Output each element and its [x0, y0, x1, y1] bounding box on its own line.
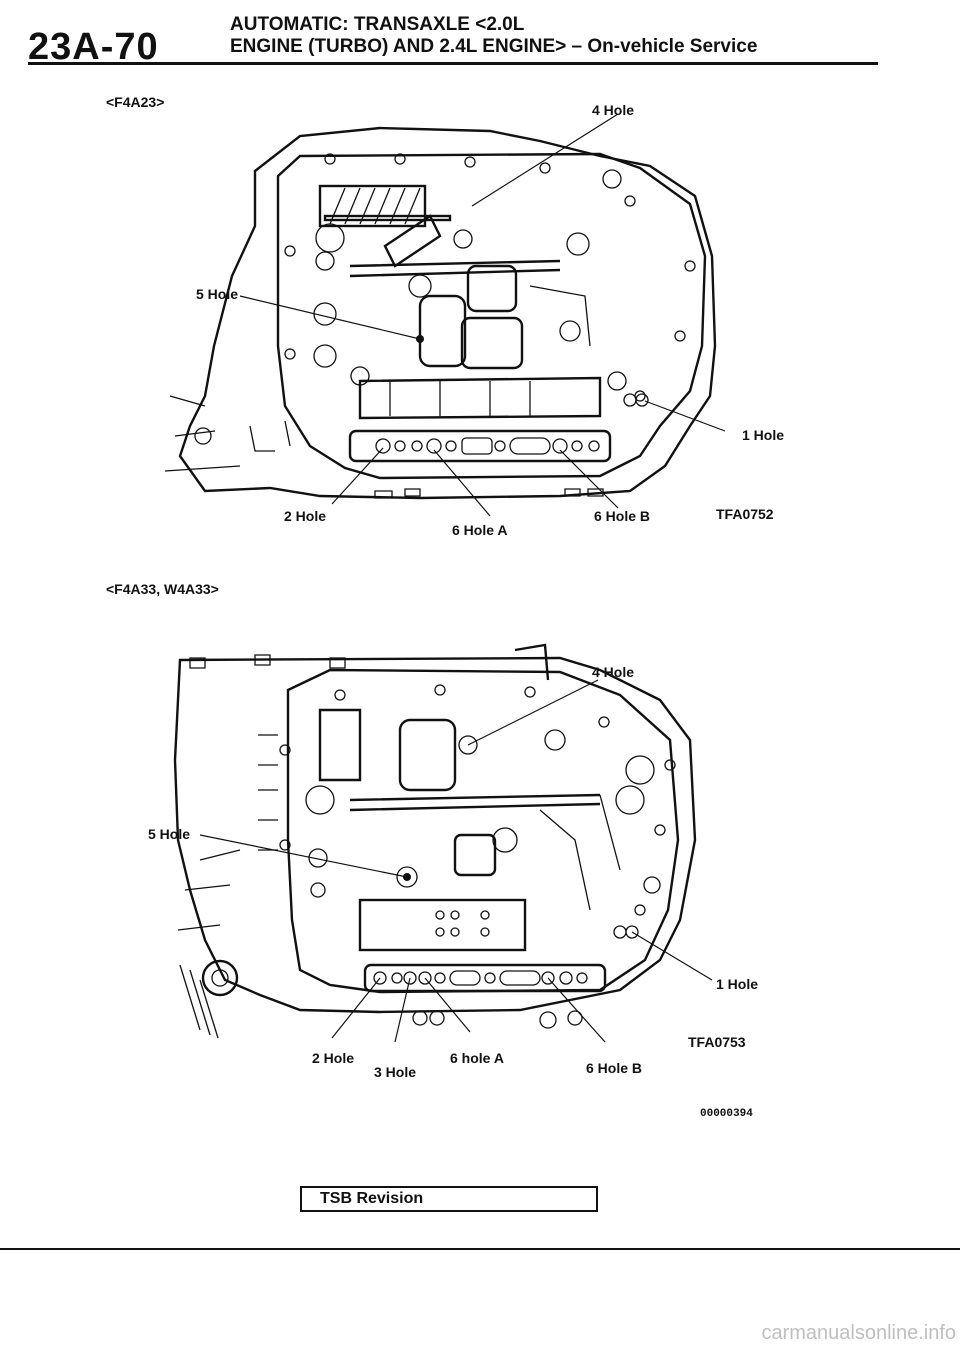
callout-6-hole-b-top: 6 Hole B	[594, 508, 651, 524]
page-number: 23A-70	[28, 26, 159, 68]
valve-body-diagram-f4a23	[164, 113, 726, 517]
callout-6-hole-a-bottom: 6 hole A	[450, 1050, 504, 1066]
callout-5-hole-top: 5 Hole	[196, 286, 239, 302]
header-rule	[28, 62, 878, 65]
callout-1-hole-top: 1 Hole	[742, 427, 785, 443]
header-title-line1: AUTOMATIC: TRANSAXLE <2.0L	[230, 14, 525, 35]
callout-2-hole-top: 2 Hole	[284, 508, 327, 524]
tsb-revision-box: TSB Revision	[300, 1186, 598, 1212]
document-code: 00000394	[700, 1108, 753, 1120]
callout-5-hole-bottom: 5 Hole	[148, 826, 191, 842]
figure-code-top: TFA0752	[716, 506, 774, 522]
site-watermark[interactable]: carmanualsonline.info	[761, 1322, 956, 1344]
footer-rule	[0, 1248, 960, 1250]
callout-6-hole-a-top: 6 Hole A	[452, 522, 508, 538]
callout-6-hole-b-bottom: 6 Hole B	[586, 1060, 643, 1076]
callout-4-hole-top: 4 Hole	[592, 102, 635, 118]
callout-1-hole-bottom: 1 Hole	[716, 976, 759, 992]
callout-4-hole-bottom: 4 Hole	[592, 664, 635, 680]
callout-3-hole-bottom: 3 Hole	[374, 1064, 417, 1080]
figure-code-bottom: TFA0753	[688, 1034, 746, 1050]
header-title-line2: ENGINE (TURBO) AND 2.4L ENGINE> – On-veh…	[230, 36, 758, 57]
model-label-f4a33-w4a33: <F4A33, W4A33>	[106, 581, 219, 597]
callout-2-hole-bottom: 2 Hole	[312, 1050, 355, 1066]
valve-body-diagram-f4a33	[173, 643, 713, 1043]
model-label-f4a23: <F4A23>	[106, 94, 165, 110]
